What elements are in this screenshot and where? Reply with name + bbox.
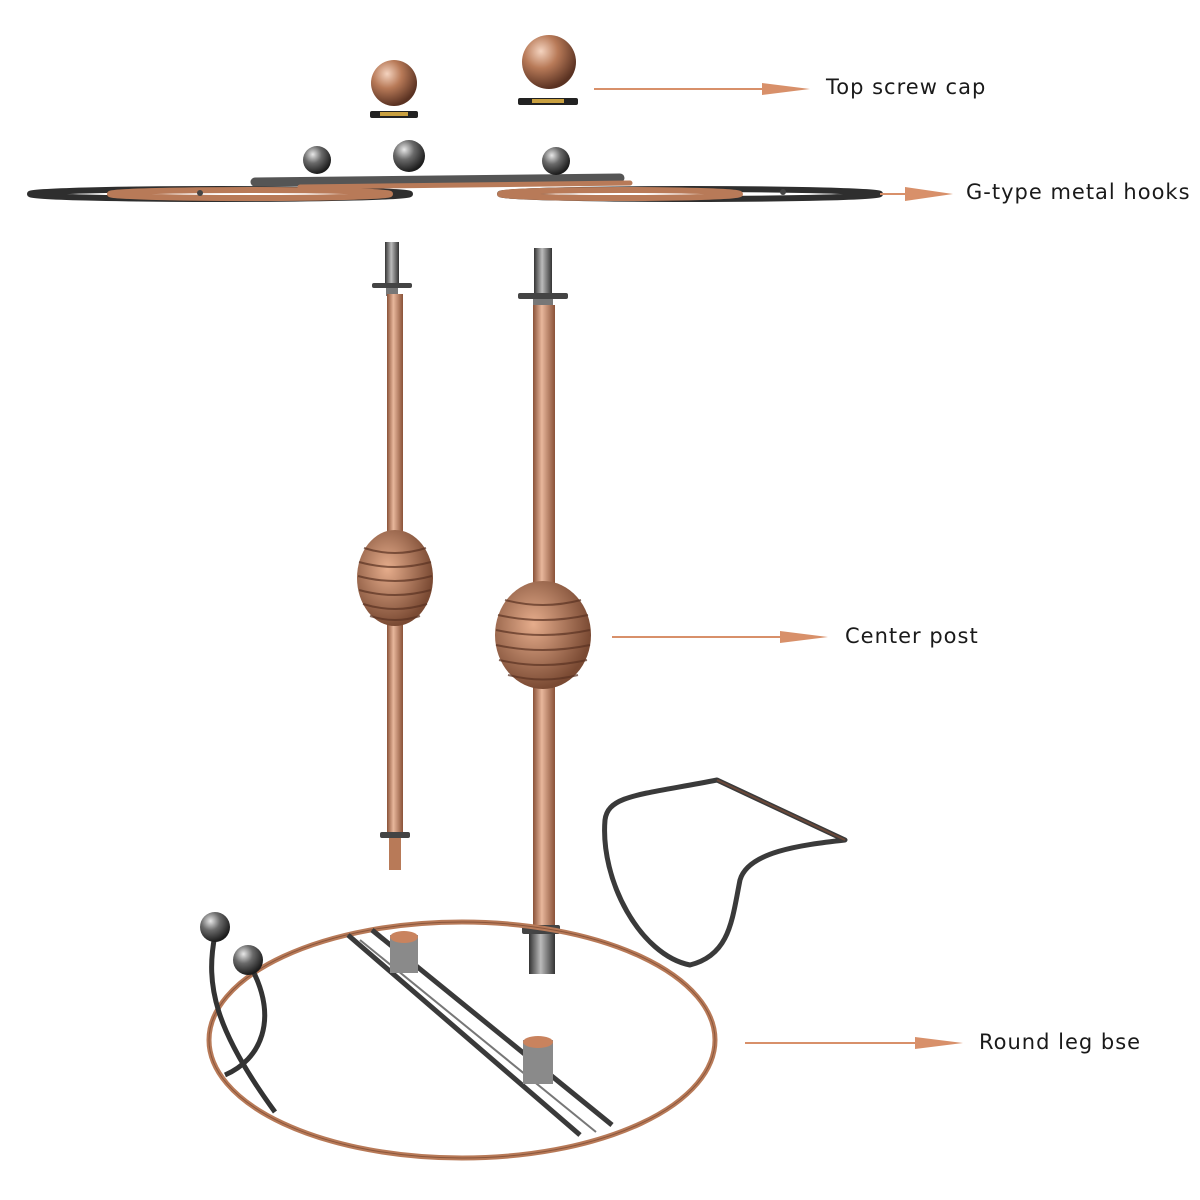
center-post-right xyxy=(495,248,591,974)
arrow-round-leg-base xyxy=(745,1037,963,1049)
label-top-screw-cap: Top screw cap xyxy=(826,75,987,99)
center-post-left xyxy=(357,242,433,870)
label-g-type-metal-hooks: G-type metal hooks xyxy=(966,180,1191,204)
top-screw-cap-right xyxy=(518,35,578,105)
label-round-leg-base: Round leg bse xyxy=(979,1030,1142,1054)
top-screw-cap-left xyxy=(370,60,418,118)
round-leg-base xyxy=(200,777,848,1161)
arrow-g-type-metal-hooks xyxy=(880,187,953,201)
label-center-post: Center post xyxy=(845,624,979,648)
g-type-metal-hooks xyxy=(27,140,883,202)
arrow-center-post xyxy=(612,631,828,643)
arrow-top-screw-cap xyxy=(594,83,810,95)
